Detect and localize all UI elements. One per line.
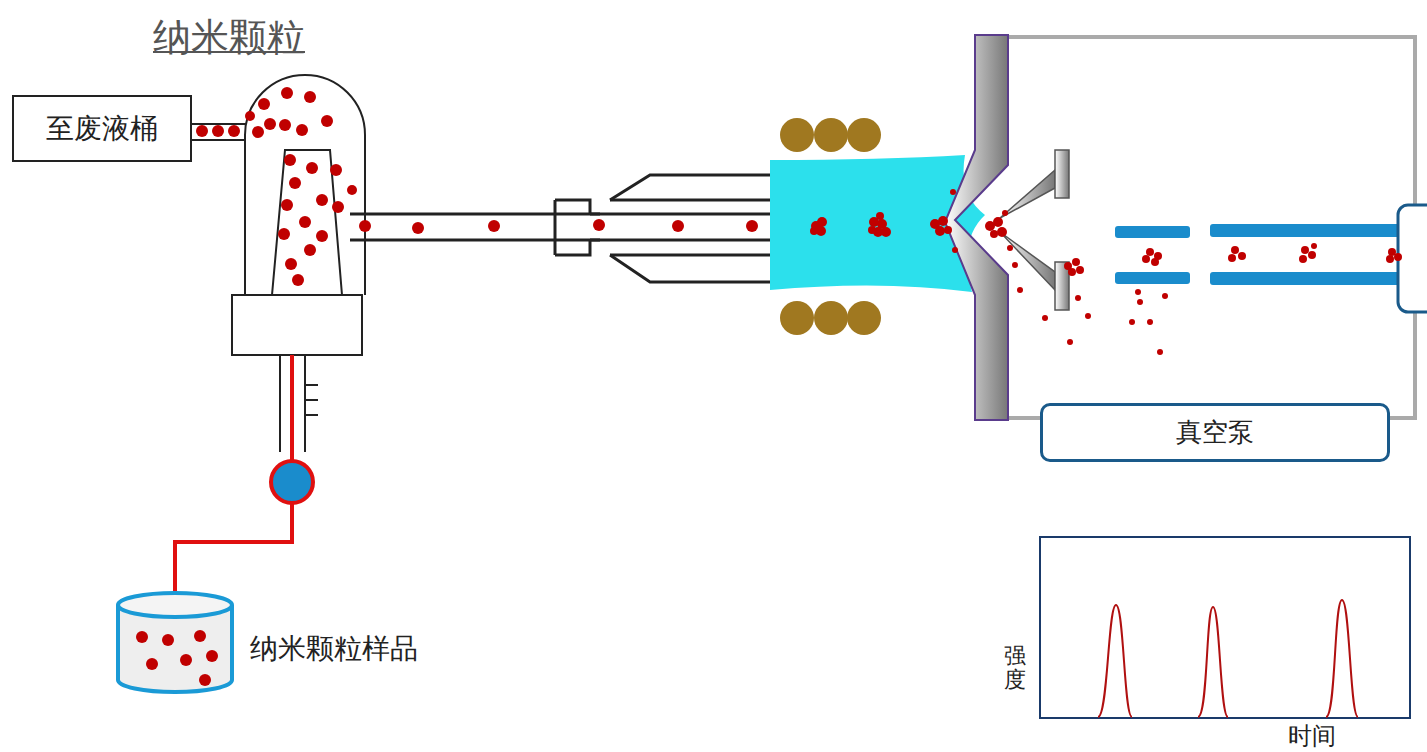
chamber-base xyxy=(232,295,362,355)
box-label: 真空泵 xyxy=(1176,415,1254,450)
vacuum-housing xyxy=(1008,37,1415,418)
y-axis-label: 强度 xyxy=(1004,644,1026,692)
x-axis-label: 时间 xyxy=(1288,720,1336,752)
sample-label: 纳米颗粒样品 xyxy=(250,630,418,668)
diagram-title: 纳米颗粒 xyxy=(153,12,305,63)
signal-peaks xyxy=(1098,600,1358,717)
spray-chamber xyxy=(245,75,365,295)
waste-tube xyxy=(192,124,248,140)
detector xyxy=(1398,205,1427,312)
sampler-cone xyxy=(945,35,1008,420)
sample-inlet xyxy=(280,355,318,452)
pump xyxy=(271,461,313,503)
nebulizer-cone xyxy=(272,150,342,295)
rf-coil xyxy=(780,118,881,335)
particles xyxy=(196,87,1402,355)
ion-lens xyxy=(1115,224,1410,285)
skimmer-cone xyxy=(1000,150,1069,310)
sample-beaker xyxy=(118,593,232,692)
waste-box: 至废液桶 xyxy=(12,95,192,162)
vacuum-pump-box: 真空泵 xyxy=(1040,403,1390,462)
transfer-tube xyxy=(350,214,600,240)
signal-chart xyxy=(1040,537,1410,718)
box-label: 至废液桶 xyxy=(46,110,158,148)
